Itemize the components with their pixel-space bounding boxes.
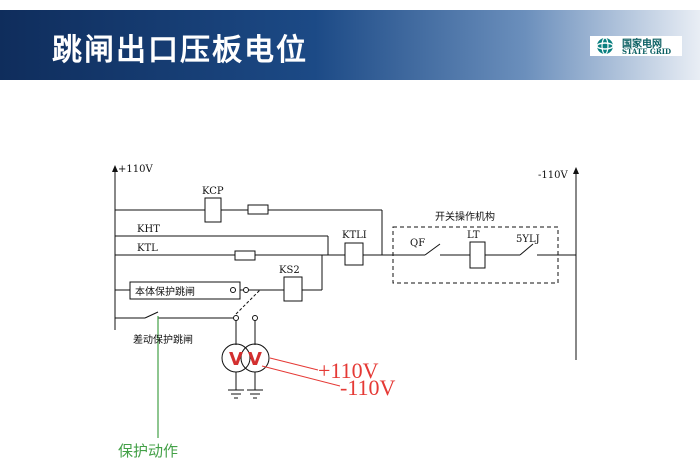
- ylj-contact: [519, 243, 534, 256]
- positive-reading: +110V: [318, 358, 379, 383]
- diff-protection-label: 差动保护跳闸: [133, 333, 193, 346]
- protection-action-label: 保护动作: [118, 442, 178, 460]
- kht-label: KHT: [137, 224, 160, 235]
- ktl-resistor: [234, 250, 256, 261]
- ktl-label: KTL: [137, 243, 158, 254]
- body-protection-label: 本体保护跳闸: [135, 285, 195, 298]
- kcp-label: KCP: [202, 186, 224, 197]
- ks2-relay: [283, 276, 303, 302]
- kcp-relay: [204, 197, 222, 223]
- qf-label: QF: [410, 238, 425, 249]
- header-banner: 跳闸出口压板电位: [0, 10, 700, 80]
- ylj-label: 5YLJ: [516, 234, 540, 245]
- logo-badge: [590, 36, 682, 56]
- kcp-resistor: [247, 204, 269, 215]
- voltmeter-1: [221, 343, 251, 373]
- voltmeter-2-symbol: V: [248, 349, 262, 370]
- breaker-mechanism-label: 开关操作机构: [435, 210, 495, 223]
- diff-protection-contact: [144, 311, 159, 319]
- page-title: 跳闸出口压板电位: [52, 33, 308, 68]
- lt-coil: [469, 241, 486, 269]
- ktli-relay: [344, 242, 364, 266]
- voltmeter-2: [240, 343, 270, 373]
- ktli-label: KTLI: [342, 230, 367, 241]
- negative-bus-label: -110V: [538, 170, 568, 181]
- pressure-plate-link: [235, 289, 261, 315]
- positive-bus-label: +110V: [118, 164, 153, 175]
- logo-text-cn: 国家电网: [622, 39, 662, 50]
- negative-reading: -110V: [340, 375, 396, 400]
- ks2-label: KS2: [279, 265, 300, 276]
- positive-bus-arrow-icon: [112, 165, 118, 172]
- voltmeter-1-symbol: V: [229, 349, 243, 370]
- lt-label: LT: [467, 230, 480, 241]
- negative-bus-arrow-icon: [573, 167, 579, 174]
- qf-contact: [424, 243, 441, 256]
- state-grid-logo-icon: [596, 37, 614, 55]
- logo-text-en: STATE GRID: [622, 47, 672, 56]
